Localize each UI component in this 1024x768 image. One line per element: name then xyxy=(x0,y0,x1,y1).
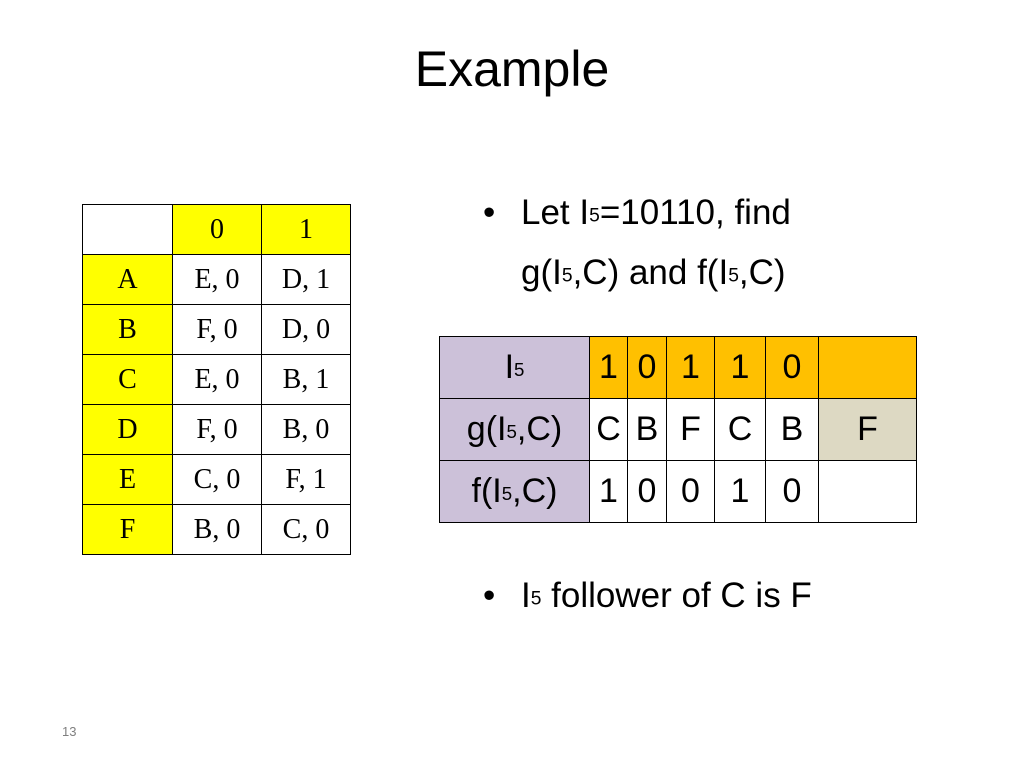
next-state-output-cell: B, 1 xyxy=(261,354,351,405)
bullet-text: I xyxy=(521,576,531,615)
row-label-f: f(I5,C) xyxy=(439,460,590,523)
state-cell: F xyxy=(666,398,715,461)
input-bit-cell-empty xyxy=(818,336,917,399)
bullet-text: g(I xyxy=(521,252,562,292)
page-number: 13 xyxy=(62,724,77,739)
subscript: 5 xyxy=(561,265,573,287)
state-label: B xyxy=(82,304,173,355)
subscript: 5 xyxy=(530,588,542,610)
bullet-text: ,C) and f(I xyxy=(572,252,729,292)
bullet-find-question: • Let I5=10110, find g(I5,C) and f(I5,C) xyxy=(483,185,791,305)
input-bit-cell: 1 xyxy=(666,336,715,399)
seq-row-f: f(I5,C) 1 0 0 1 0 xyxy=(439,460,917,523)
input-bit-cell: 1 xyxy=(714,336,766,399)
next-state-output-cell: B, 0 xyxy=(172,504,262,555)
state-cell: C xyxy=(589,398,628,461)
bullet-glyph: • xyxy=(483,576,496,615)
subscript: 5 xyxy=(728,265,739,287)
bullet-text: =10110, find xyxy=(599,193,791,232)
state-cell: B xyxy=(627,398,667,461)
seq-row-g: g(I5,C) C B F C B F xyxy=(439,398,917,461)
state-row-d: D F, 0 B, 0 xyxy=(82,404,351,455)
next-state-output-cell: F, 0 xyxy=(172,304,262,355)
state-row-f: F B, 0 C, 0 xyxy=(82,504,351,555)
next-state-output-cell: F, 1 xyxy=(261,454,351,505)
output-bit-cell: 1 xyxy=(589,460,628,523)
next-state-output-cell: D, 0 xyxy=(261,304,351,355)
subscript: 5 xyxy=(589,205,600,227)
state-table: 0 1 A E, 0 D, 1 B F, 0 D, 0 C E, 0 B, 1 … xyxy=(82,204,351,555)
bullet-text: ,C) xyxy=(738,252,786,292)
output-bit-cell: 0 xyxy=(666,460,715,523)
state-label: A xyxy=(82,254,173,305)
next-state-output-cell: D, 1 xyxy=(261,254,351,305)
state-table-corner-cell xyxy=(82,204,173,255)
next-state-output-cell: C, 0 xyxy=(261,504,351,555)
state-label: C xyxy=(82,354,173,405)
output-bit-cell: 1 xyxy=(714,460,766,523)
next-state-output-cell: E, 0 xyxy=(172,254,262,305)
sequence-table: I5 1 0 1 1 0 g(I5,C) C B F C B F f(I5,C)… xyxy=(439,336,917,523)
next-state-output-cell: B, 0 xyxy=(261,404,351,455)
output-bit-cell: 0 xyxy=(627,460,667,523)
output-bit-cell-empty xyxy=(818,460,917,523)
bullet-text: Let I xyxy=(521,193,590,232)
bullet-line-1: Let I5=10110, find xyxy=(521,185,791,245)
final-state-cell: F xyxy=(818,398,917,461)
state-label: E xyxy=(82,454,173,505)
state-cell: C xyxy=(714,398,766,461)
seq-row-input: I5 1 0 1 1 0 xyxy=(439,336,917,399)
row-label-g: g(I5,C) xyxy=(439,398,590,461)
state-row-a: A E, 0 D, 1 xyxy=(82,254,351,305)
output-bit-cell: 0 xyxy=(765,460,819,523)
next-state-output-cell: F, 0 xyxy=(172,404,262,455)
bullet-text: follower of C is F xyxy=(541,576,812,615)
bullet-answer: • I5 follower of C is F xyxy=(483,568,812,628)
next-state-output-cell: E, 0 xyxy=(172,354,262,405)
input-bit-cell: 1 xyxy=(589,336,628,399)
bullet-glyph: • xyxy=(483,193,496,232)
input-0-header: 0 xyxy=(172,204,262,255)
input-bit-cell: 0 xyxy=(765,336,819,399)
next-state-output-cell: C, 0 xyxy=(172,454,262,505)
input-bit-cell: 0 xyxy=(627,336,667,399)
state-label: F xyxy=(82,504,173,555)
bullet-line-2: g(I5,C) and f(I5,C) xyxy=(521,245,791,305)
state-label: D xyxy=(82,404,173,455)
state-cell: B xyxy=(765,398,819,461)
row-label-input: I5 xyxy=(439,336,590,399)
slide-title: Example xyxy=(414,41,610,97)
state-row-c: C E, 0 B, 1 xyxy=(82,354,351,405)
state-row-e: E C, 0 F, 1 xyxy=(82,454,351,505)
input-1-header: 1 xyxy=(261,204,351,255)
state-row-b: B F, 0 D, 0 xyxy=(82,304,351,355)
state-table-header-row: 0 1 xyxy=(82,204,351,255)
